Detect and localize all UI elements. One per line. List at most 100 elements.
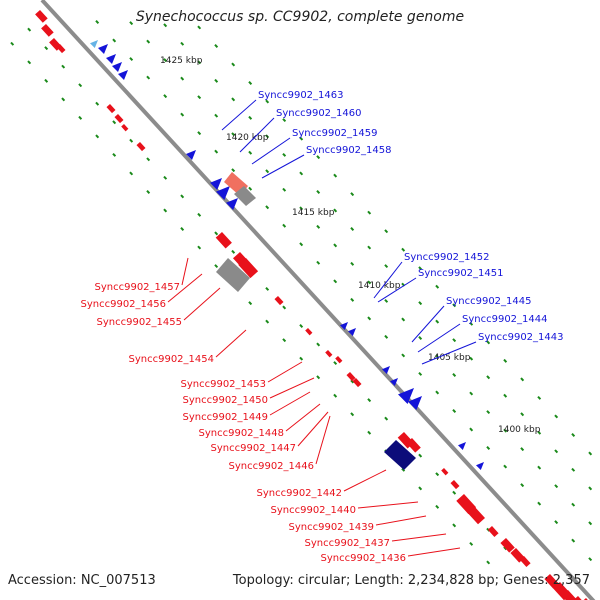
dotted-track [401,467,406,472]
dotted-track [316,375,321,380]
dotted-track [231,62,236,67]
dotted-track [265,134,270,139]
dotted-track [231,168,236,173]
dotted-track [537,501,542,506]
dotted-track [333,243,338,248]
reverse-gene-arrow [98,44,108,54]
forward-gene-arrow [56,44,66,54]
label-leader-line [357,501,419,509]
dotted-track [588,451,593,456]
genome-backbone [40,0,596,600]
forward-gene-arrow [136,142,146,152]
forward-gene-arrow [121,124,129,132]
dotted-track [316,190,321,194]
dotted-track [61,64,66,69]
dotted-track [333,208,338,213]
scale-mark-label: 1400 kbp [498,425,541,435]
dotted-track [418,371,423,376]
dotted-track [248,81,253,85]
dotted-track [299,206,304,211]
backbone-line [40,0,596,600]
dotted-track [486,560,491,565]
gene-label: Syncc9902_1442 [257,488,343,499]
dotted-track [95,101,100,106]
scale-mark-label: 1410 kbp [358,281,401,291]
dotted-track [384,229,389,234]
dotted-track [350,192,355,197]
dotted-track [231,132,236,137]
dotted-track [197,131,202,136]
dotted-track [95,20,100,24]
dotted-track [282,187,287,192]
dotted-track [180,112,185,117]
gene-label: Syncc9902_1450 [183,395,269,406]
dotted-track [418,266,423,271]
grey-feature-block [216,258,250,292]
dotted-track [27,27,32,32]
dotted-track [282,223,287,228]
dotted-track [248,186,253,191]
dotted-track [333,173,338,178]
dotted-track [231,249,236,254]
dotted-track [435,390,440,395]
gene-label: Syncc9902_1440 [271,505,357,516]
gene-label: Syncc9902_1449 [183,412,269,423]
dotted-track [265,286,270,291]
dotted-track [367,316,372,321]
reverse-gene-arrow [476,462,484,470]
dotted-track [333,279,338,284]
dotted-track [112,152,117,157]
dotted-track [163,175,168,180]
dotted-track [282,305,287,310]
dotted-track [452,338,457,343]
label-leader-line [377,277,417,303]
gene-label: Syncc9902_1447 [211,443,297,454]
dotted-track [537,465,542,470]
forward-gene-arrow [114,114,124,124]
forward-gene-arrow [238,258,259,279]
dotted-track [146,190,151,194]
gene-label: Syncc9902_1463 [258,90,344,101]
dotted-track [163,208,168,213]
scale-mark-label: 1425 kbp [160,56,203,66]
dotted-track [197,60,202,65]
navy-feature-block [384,440,416,470]
label-leader-line [285,403,321,432]
dotted-track [537,395,542,400]
dotted-track [78,115,83,120]
label-leader-line [391,533,447,542]
reverse-gene-arrow [398,388,414,404]
dotted-track [554,520,559,525]
gene-label: Syncc9902_1445 [446,296,532,307]
dotted-track [418,301,423,306]
dotted-track [486,340,491,345]
label-leader-line [239,117,275,153]
forward-gene-arrow [441,468,449,476]
forward-gene-arrow [519,556,531,567]
dotted-track [503,358,508,363]
dotted-track [214,43,219,48]
dotted-track [367,280,372,285]
label-leader-line [183,287,221,321]
label-leader-line [375,515,427,526]
dotted-track [299,324,304,328]
dotted-track [78,83,83,88]
gene-label: Syncc9902_1446 [229,461,315,472]
dotted-track [248,301,253,306]
dotted-track [401,353,406,358]
dotted-track [350,379,355,384]
dotted-track [503,393,508,398]
grey-feature-block [234,186,256,206]
dotted-track [418,453,423,458]
reverse-gene-arrow [106,54,116,64]
label-leader-line [343,469,387,492]
reverse-gene-arrow [216,186,230,200]
dotted-track [418,486,423,491]
reverse-gene-arrow [382,366,390,374]
gene-label: Syncc9902_1459 [292,128,378,139]
dotted-track [112,120,117,125]
forward-gene-arrow [544,574,559,589]
dotted-track [299,356,304,361]
dotted-track [520,377,525,382]
dotted-track [452,409,457,413]
